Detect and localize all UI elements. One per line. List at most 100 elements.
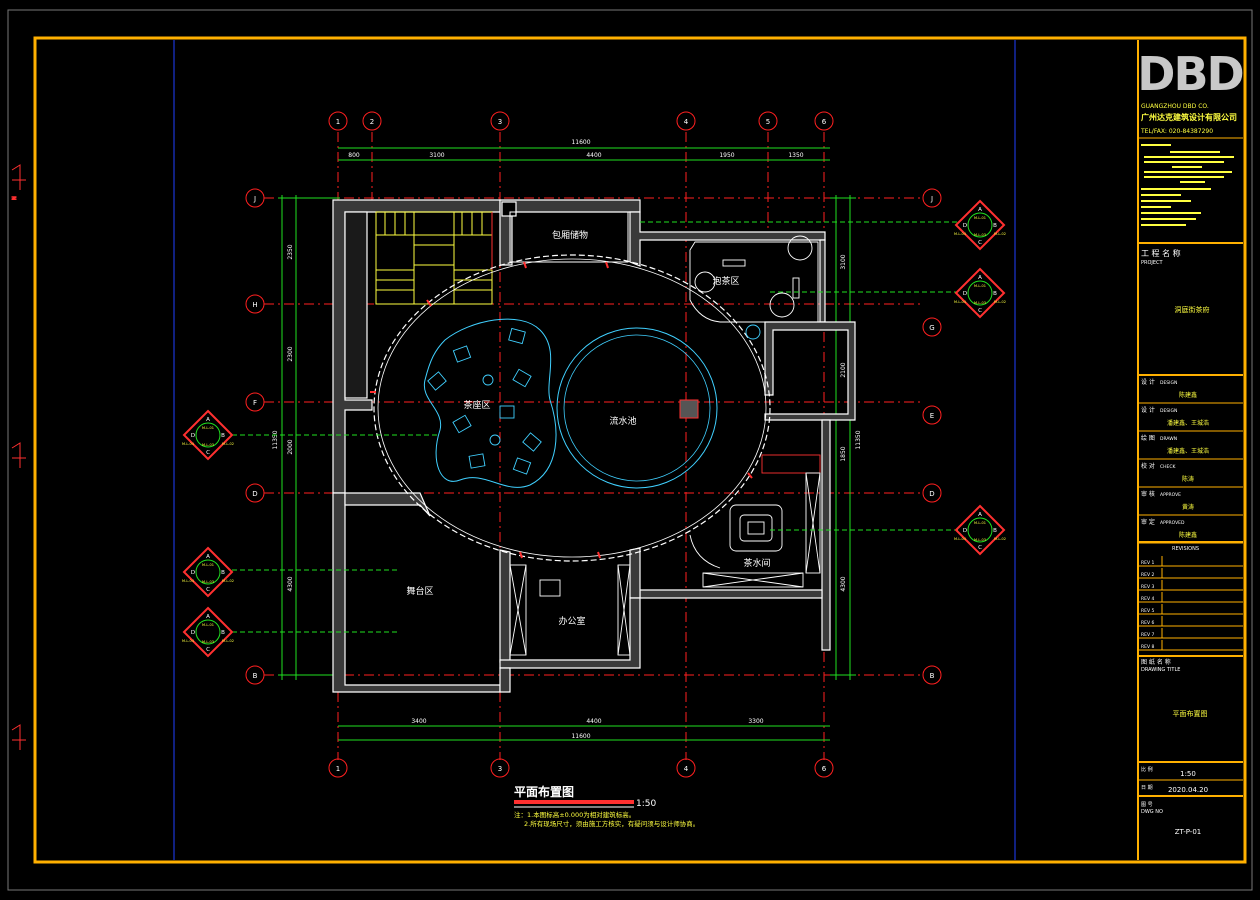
row-value: 陈涛: [1182, 475, 1194, 483]
outer-frame: [7, 9, 1253, 891]
marker-code: M-L-03: [202, 443, 214, 447]
staircase: [375, 211, 493, 305]
edge-marker-3: [11, 724, 26, 750]
lounge-chairs: [427, 327, 542, 475]
marker-code: M-L-01: [202, 563, 214, 567]
row-value: 潘建鑫、王城浩: [1167, 419, 1209, 427]
marker-leaders: [232, 221, 958, 633]
axis-bubble-bottom: [328, 758, 348, 778]
axis-bubble-left: [245, 392, 265, 412]
axis-label-bottom: 4: [684, 765, 689, 773]
dim-left: 2000: [287, 439, 294, 454]
marker-letter: B: [221, 630, 225, 636]
marker-diamond: [954, 267, 1006, 319]
marker-letter: A: [978, 207, 982, 213]
marker-letter: D: [191, 570, 195, 576]
marker-code: M-L-01: [202, 623, 214, 627]
row-label: 校 对: [1141, 462, 1155, 470]
plan-title-underline: [514, 800, 634, 804]
elevation-markers: ABCDM-L-01M-L-02M-L-03M-L-04ABCDM-L-01M-…: [182, 199, 1006, 658]
pool-outer: [556, 327, 718, 489]
axis-label-right: D: [929, 490, 934, 498]
axis-bubble-top: [758, 111, 778, 131]
revision-label: REV 8: [1141, 644, 1154, 650]
axis-label-right: E: [930, 412, 934, 420]
row-value: 陈建鑫: [1179, 531, 1197, 539]
axis-label-left: H: [252, 301, 257, 309]
marker-letter: C: [978, 308, 982, 314]
drawing-number-label: 图 号: [1141, 802, 1153, 808]
row-value: 陈建鑫: [1179, 391, 1197, 399]
date-value: 2020.04.20: [1168, 786, 1208, 794]
axis-label-bottom: 1: [336, 765, 340, 773]
marker-diamond: [182, 409, 234, 461]
revision-label: REV 4: [1141, 596, 1154, 602]
axis-bubble-right: [922, 317, 942, 337]
axis-label-left: J: [253, 195, 256, 203]
dim-top: 3100: [429, 152, 444, 159]
door-marks: [370, 261, 753, 559]
dim-top: 1950: [719, 152, 734, 159]
ellipse-room: [373, 254, 771, 562]
project-label: 工 程 名 称: [1141, 248, 1181, 258]
marker-letter: C: [978, 545, 982, 551]
dim-top: 4400: [586, 152, 601, 159]
dim-bottom: 4400: [586, 718, 601, 725]
marker-code: M-L-02: [222, 442, 234, 446]
axis-bubble-right: [922, 405, 942, 425]
project-name: 洞庭街茶府: [1175, 305, 1210, 314]
drawing-title: 平面布置图: [1173, 709, 1208, 718]
axis-label-top: 1: [336, 118, 340, 126]
axis-bubble-left: [245, 665, 265, 685]
axis-bubble-left: [245, 294, 265, 314]
axis-label-top: 2: [370, 118, 374, 126]
room-tea: 泡茶区: [712, 275, 739, 287]
plan-note-1: 注：1.本图标高±0.000为相对建筑标高。: [514, 810, 635, 819]
marker-code: M-L-03: [974, 233, 986, 237]
row-sub: APPROVE: [1160, 492, 1181, 498]
axis-bubble-bottom: [814, 758, 834, 778]
marker-circle: [967, 517, 993, 543]
axis-bubble-top: [676, 111, 696, 131]
axis-bubble-bottom: [676, 758, 696, 778]
marker-circle: [967, 212, 993, 238]
marker-letter: C: [978, 240, 982, 246]
marker-letter: C: [206, 450, 210, 456]
room-stage: 舞台区: [406, 585, 433, 597]
dim-right: 3100: [840, 254, 847, 269]
marker-circle: [967, 280, 993, 306]
marker-code: M-L-03: [202, 580, 214, 584]
marker-letter: B: [993, 223, 997, 229]
date-label: 日 期: [1141, 785, 1153, 791]
edge-marker-1: N: [12, 164, 26, 201]
axis-bubble-top: [490, 111, 510, 131]
room-tearoom: 茶水间: [743, 557, 770, 569]
marker-letter: D: [191, 433, 195, 439]
walls: [332, 199, 856, 693]
drawing-title-sub: DRAWING TITLE: [1141, 667, 1180, 673]
lounge-rug: [423, 318, 557, 488]
plan-title: 平面布置图: [514, 784, 574, 799]
marker-code: M-L-03: [974, 301, 986, 305]
marker-letter: D: [963, 528, 967, 534]
revision-label: REV 7: [1141, 632, 1154, 638]
axis-label-left: B: [253, 672, 258, 680]
dim-left-total: 11350: [272, 430, 279, 449]
plan-scale: 1:50: [636, 799, 656, 809]
marker-code: M-L-04: [182, 579, 195, 583]
axis-bubble-bottom: [490, 758, 510, 778]
edge-marker-2: [11, 442, 26, 468]
dim-bottom-total: 11600: [571, 733, 590, 740]
dim-bottom: 3400: [411, 718, 426, 725]
row-value: 潘建鑫、王城浩: [1167, 447, 1209, 455]
revisions-header: REVISIONS: [1172, 546, 1199, 552]
marker-code: M-L-02: [222, 579, 234, 583]
room-storage: 包厢储物: [552, 229, 588, 241]
marker-letter: A: [978, 275, 982, 281]
axis-label-top: 5: [766, 118, 770, 126]
marker-code: M-L-04: [182, 442, 195, 446]
